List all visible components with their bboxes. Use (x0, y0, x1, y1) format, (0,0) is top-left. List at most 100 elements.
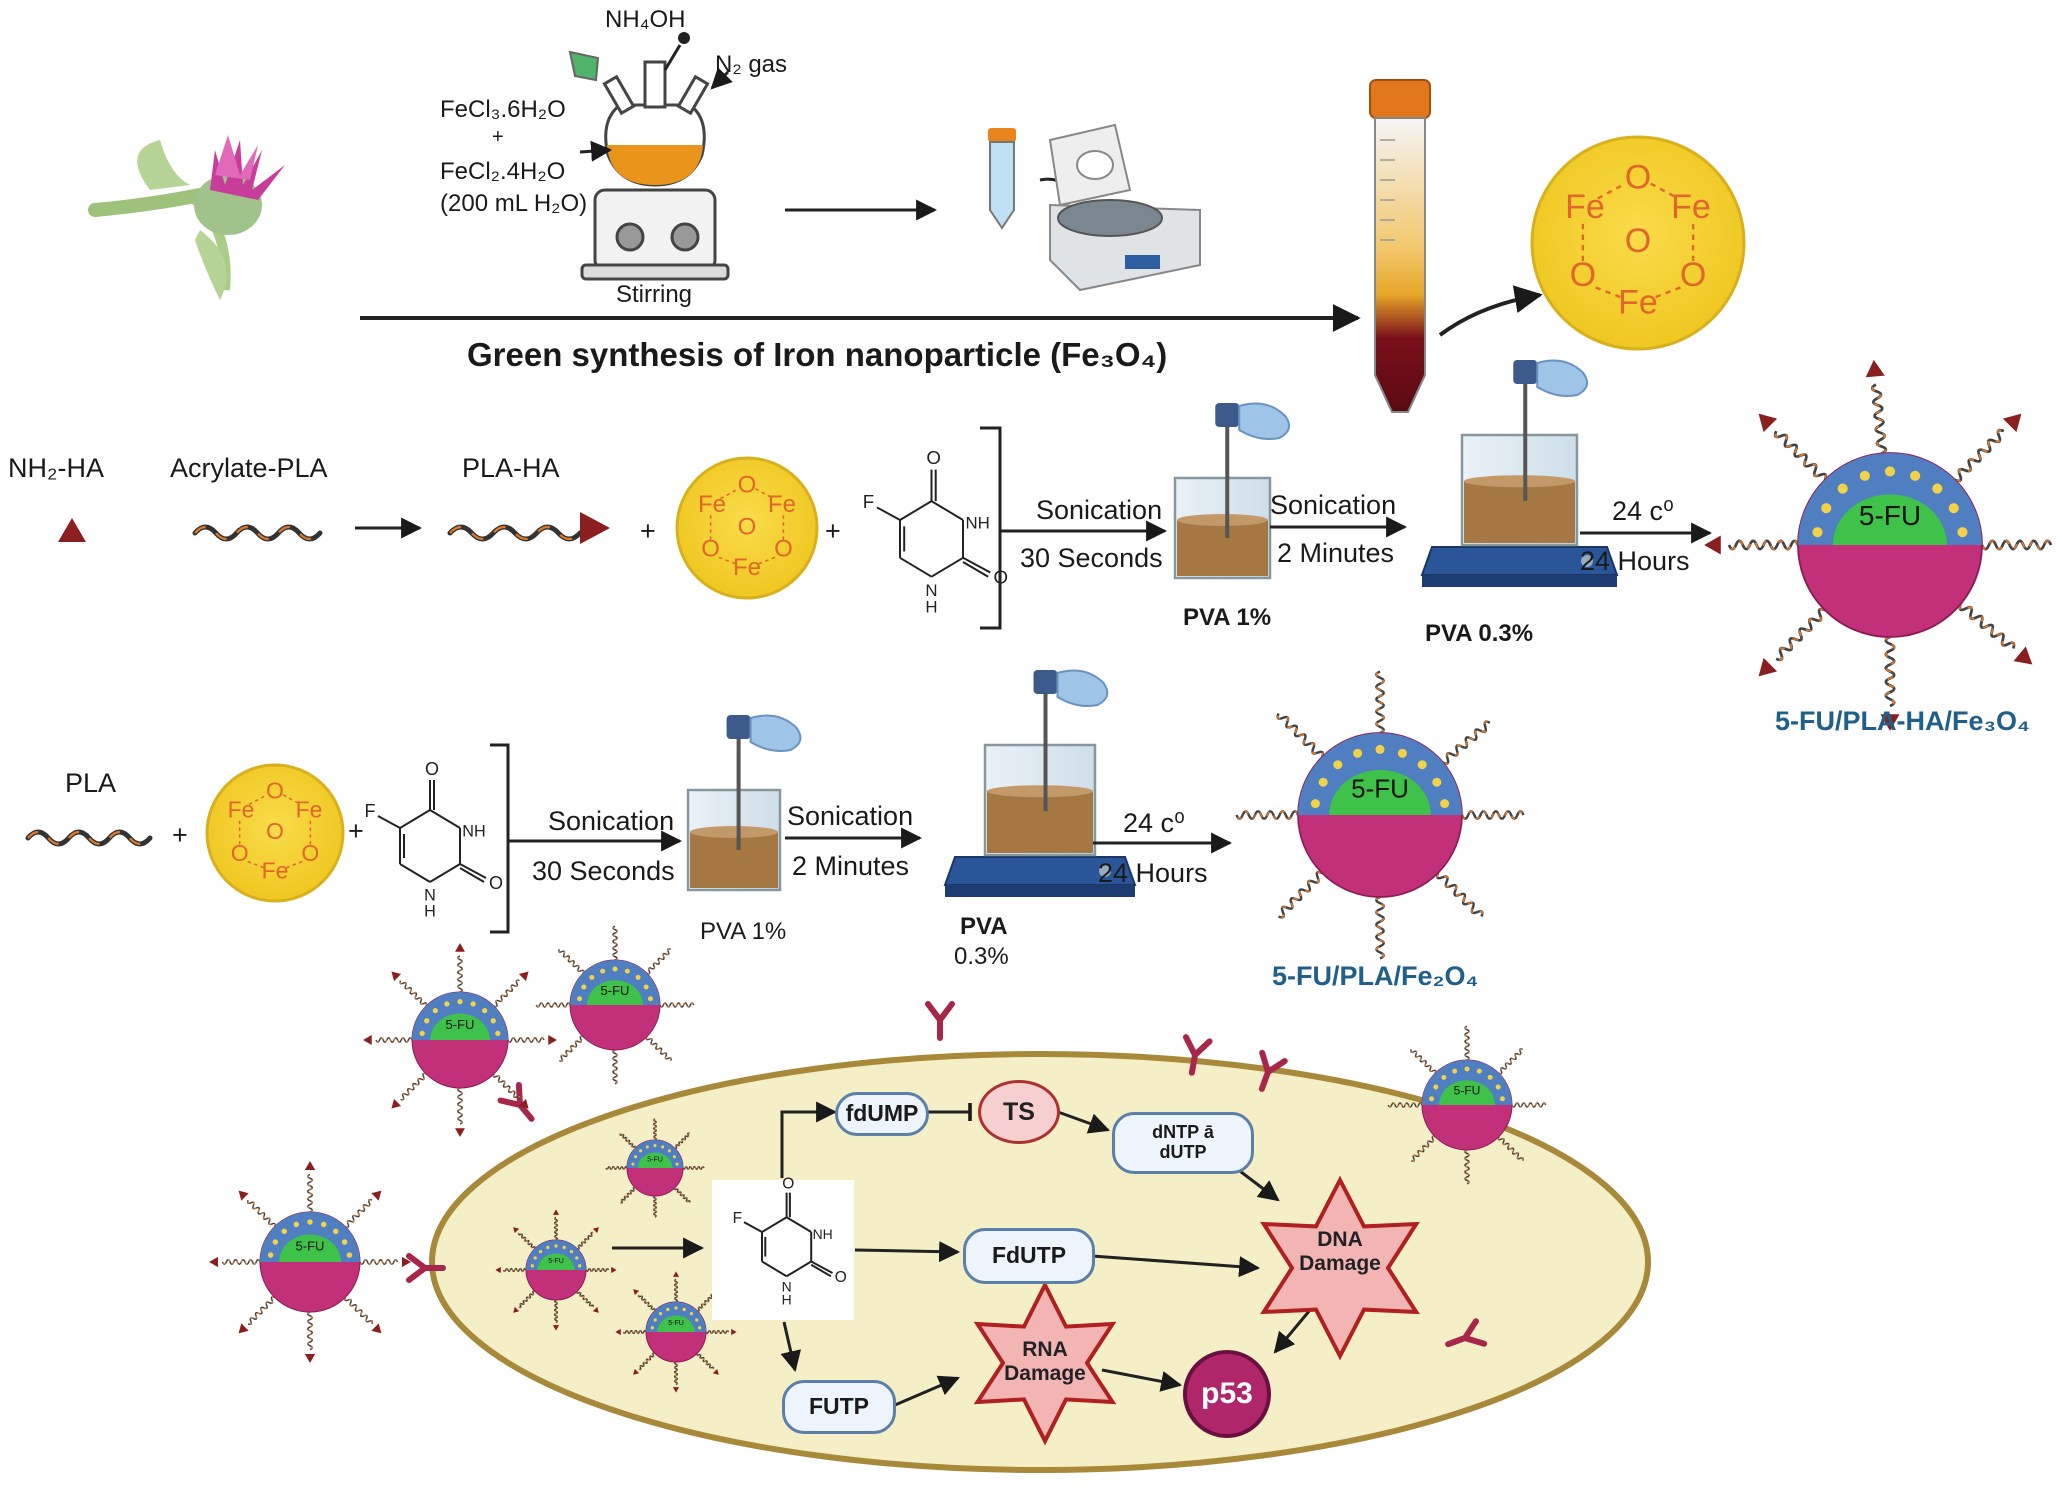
fe3o4-dot (1487, 1074, 1493, 1080)
rna-damage-label: RNA Damage (990, 1338, 1100, 1386)
polymer-arm-highlight (222, 1259, 261, 1265)
hotplate-base (1422, 575, 1617, 587)
pva-label: PVA 0.3% (1425, 620, 1534, 647)
ha-triangle-icon (513, 1227, 520, 1234)
fe3o4-dot (1499, 1096, 1505, 1102)
drug-core (1329, 769, 1431, 815)
polymer-arm-highlight (697, 1294, 714, 1312)
fe3o4-dot (666, 1307, 670, 1312)
ha-triangle-icon (518, 1098, 529, 1109)
acrylate-pla-wave-icon (192, 524, 323, 542)
ha-triangle-icon (304, 1353, 316, 1363)
n-atom: N (925, 581, 937, 600)
fe3o4-dot (1910, 470, 1921, 481)
bond (459, 867, 485, 883)
drug-nanoparticle: 5-FU (1387, 1025, 1547, 1185)
polymer-arm-highlight (1775, 608, 1826, 661)
bond (786, 1260, 812, 1278)
fe3o4-dot (1452, 1068, 1458, 1074)
rna-damage-star-icon (973, 1280, 1117, 1446)
polymer-arm-highlight (620, 1187, 636, 1204)
reagent-n2-gas: N₂ gas (715, 51, 788, 78)
polymer-arm-highlight (1375, 670, 1385, 734)
fe3o4-dot (495, 1030, 501, 1036)
ha-triangle-icon (2002, 413, 2022, 433)
p53-node: p53 (1183, 1350, 1271, 1438)
bond (810, 1263, 832, 1278)
iron-atom: Fe (768, 491, 796, 518)
fe3o4-dot (581, 984, 587, 990)
sonicator-head (1513, 360, 1538, 384)
bond (399, 863, 431, 883)
ha-triangle-icon (238, 1323, 249, 1334)
bond (1597, 182, 1626, 200)
pla-ha-triangle-icon (580, 512, 610, 544)
ha-triangle-icon (731, 1328, 737, 1336)
reagent-nh4oh: NH₄OH (605, 6, 686, 33)
fe3o4-dot (577, 996, 583, 1002)
fe3o4-dot (1441, 1074, 1447, 1080)
liquid-surface (1464, 475, 1575, 488)
polymer-arm-highlight (1278, 871, 1323, 919)
bracket (490, 743, 510, 934)
fe3o4-dot (1821, 503, 1832, 514)
ha-triangle-icon (611, 1266, 617, 1274)
internalized-nanoparticles: 5-FU5-FU5-FU (495, 1118, 737, 1393)
liquid-surface (1177, 514, 1268, 526)
oxygen-atom: O (774, 536, 793, 563)
hotplate-knob (1581, 555, 1593, 567)
hotplate-knob (1099, 865, 1111, 877)
bond (1652, 286, 1681, 300)
centrifuge-icon (988, 123, 1201, 292)
polymer-arm-highlight (674, 1279, 678, 1303)
fe3o4-dot (281, 1228, 288, 1235)
pva-label: 0.3% (954, 943, 1009, 970)
bond (284, 860, 303, 870)
sonicator-head (1033, 670, 1058, 694)
polymer-chain (25, 829, 153, 847)
fe3o4-dot (1476, 1068, 1482, 1074)
antibody-receptor-icon (1182, 1034, 1213, 1076)
dna-damage-star-icon (1260, 1175, 1420, 1361)
polymer-arm-highlight (307, 1311, 313, 1350)
oxygen-atom: O (738, 471, 757, 498)
polymer-arm-highlight (674, 1187, 691, 1203)
polymer-arm-highlight (1958, 603, 2015, 649)
polymer-arm-highlight (1871, 383, 1887, 455)
iron-atom: Fe (296, 796, 323, 822)
oxygen-atom: O (835, 1269, 847, 1286)
polymer-arm-highlight (696, 1353, 714, 1370)
ha-triangle-icon (209, 1256, 219, 1268)
pla-wave-icon (25, 829, 153, 847)
sonication-time: 2 Minutes (792, 851, 910, 881)
polymer-chain (192, 524, 323, 542)
fe3o4-dot (1464, 1066, 1470, 1072)
nanoparticle-core (1530, 135, 1746, 351)
oxygen-atom: O (1570, 256, 1596, 294)
reagent-fecl3: FeCl₃.6H₂O (440, 96, 566, 123)
polymer-arm-highlight (653, 1118, 657, 1141)
duration-label: 24 Hours (1098, 858, 1208, 888)
beaker-stirrer-icon (1420, 359, 1619, 587)
polymer-arm-highlight (659, 1002, 695, 1008)
beaker-liquid (987, 791, 1093, 853)
polymer-arm-highlight (1411, 1135, 1436, 1162)
futp-arrow (894, 1375, 960, 1407)
5-fu-release-box (712, 1180, 854, 1320)
oxygen-atom: O (1625, 158, 1651, 196)
ha-triangle-icon (391, 971, 402, 982)
fdutp-arrow (1091, 1254, 1261, 1278)
milk-thistle-plant-icon (88, 135, 285, 300)
fe3o4-dot (490, 1018, 496, 1024)
polymer-arm-highlight (682, 1166, 705, 1170)
bracket (980, 426, 1002, 630)
polymer-arm-highlight (518, 1232, 536, 1249)
polymer-arm-highlight (1498, 1048, 1523, 1075)
bond (429, 863, 461, 883)
polymer-arm-highlight (674, 1132, 690, 1149)
ha-triangle-icon (1865, 359, 1885, 378)
oxygen-atom: O (1625, 222, 1651, 260)
